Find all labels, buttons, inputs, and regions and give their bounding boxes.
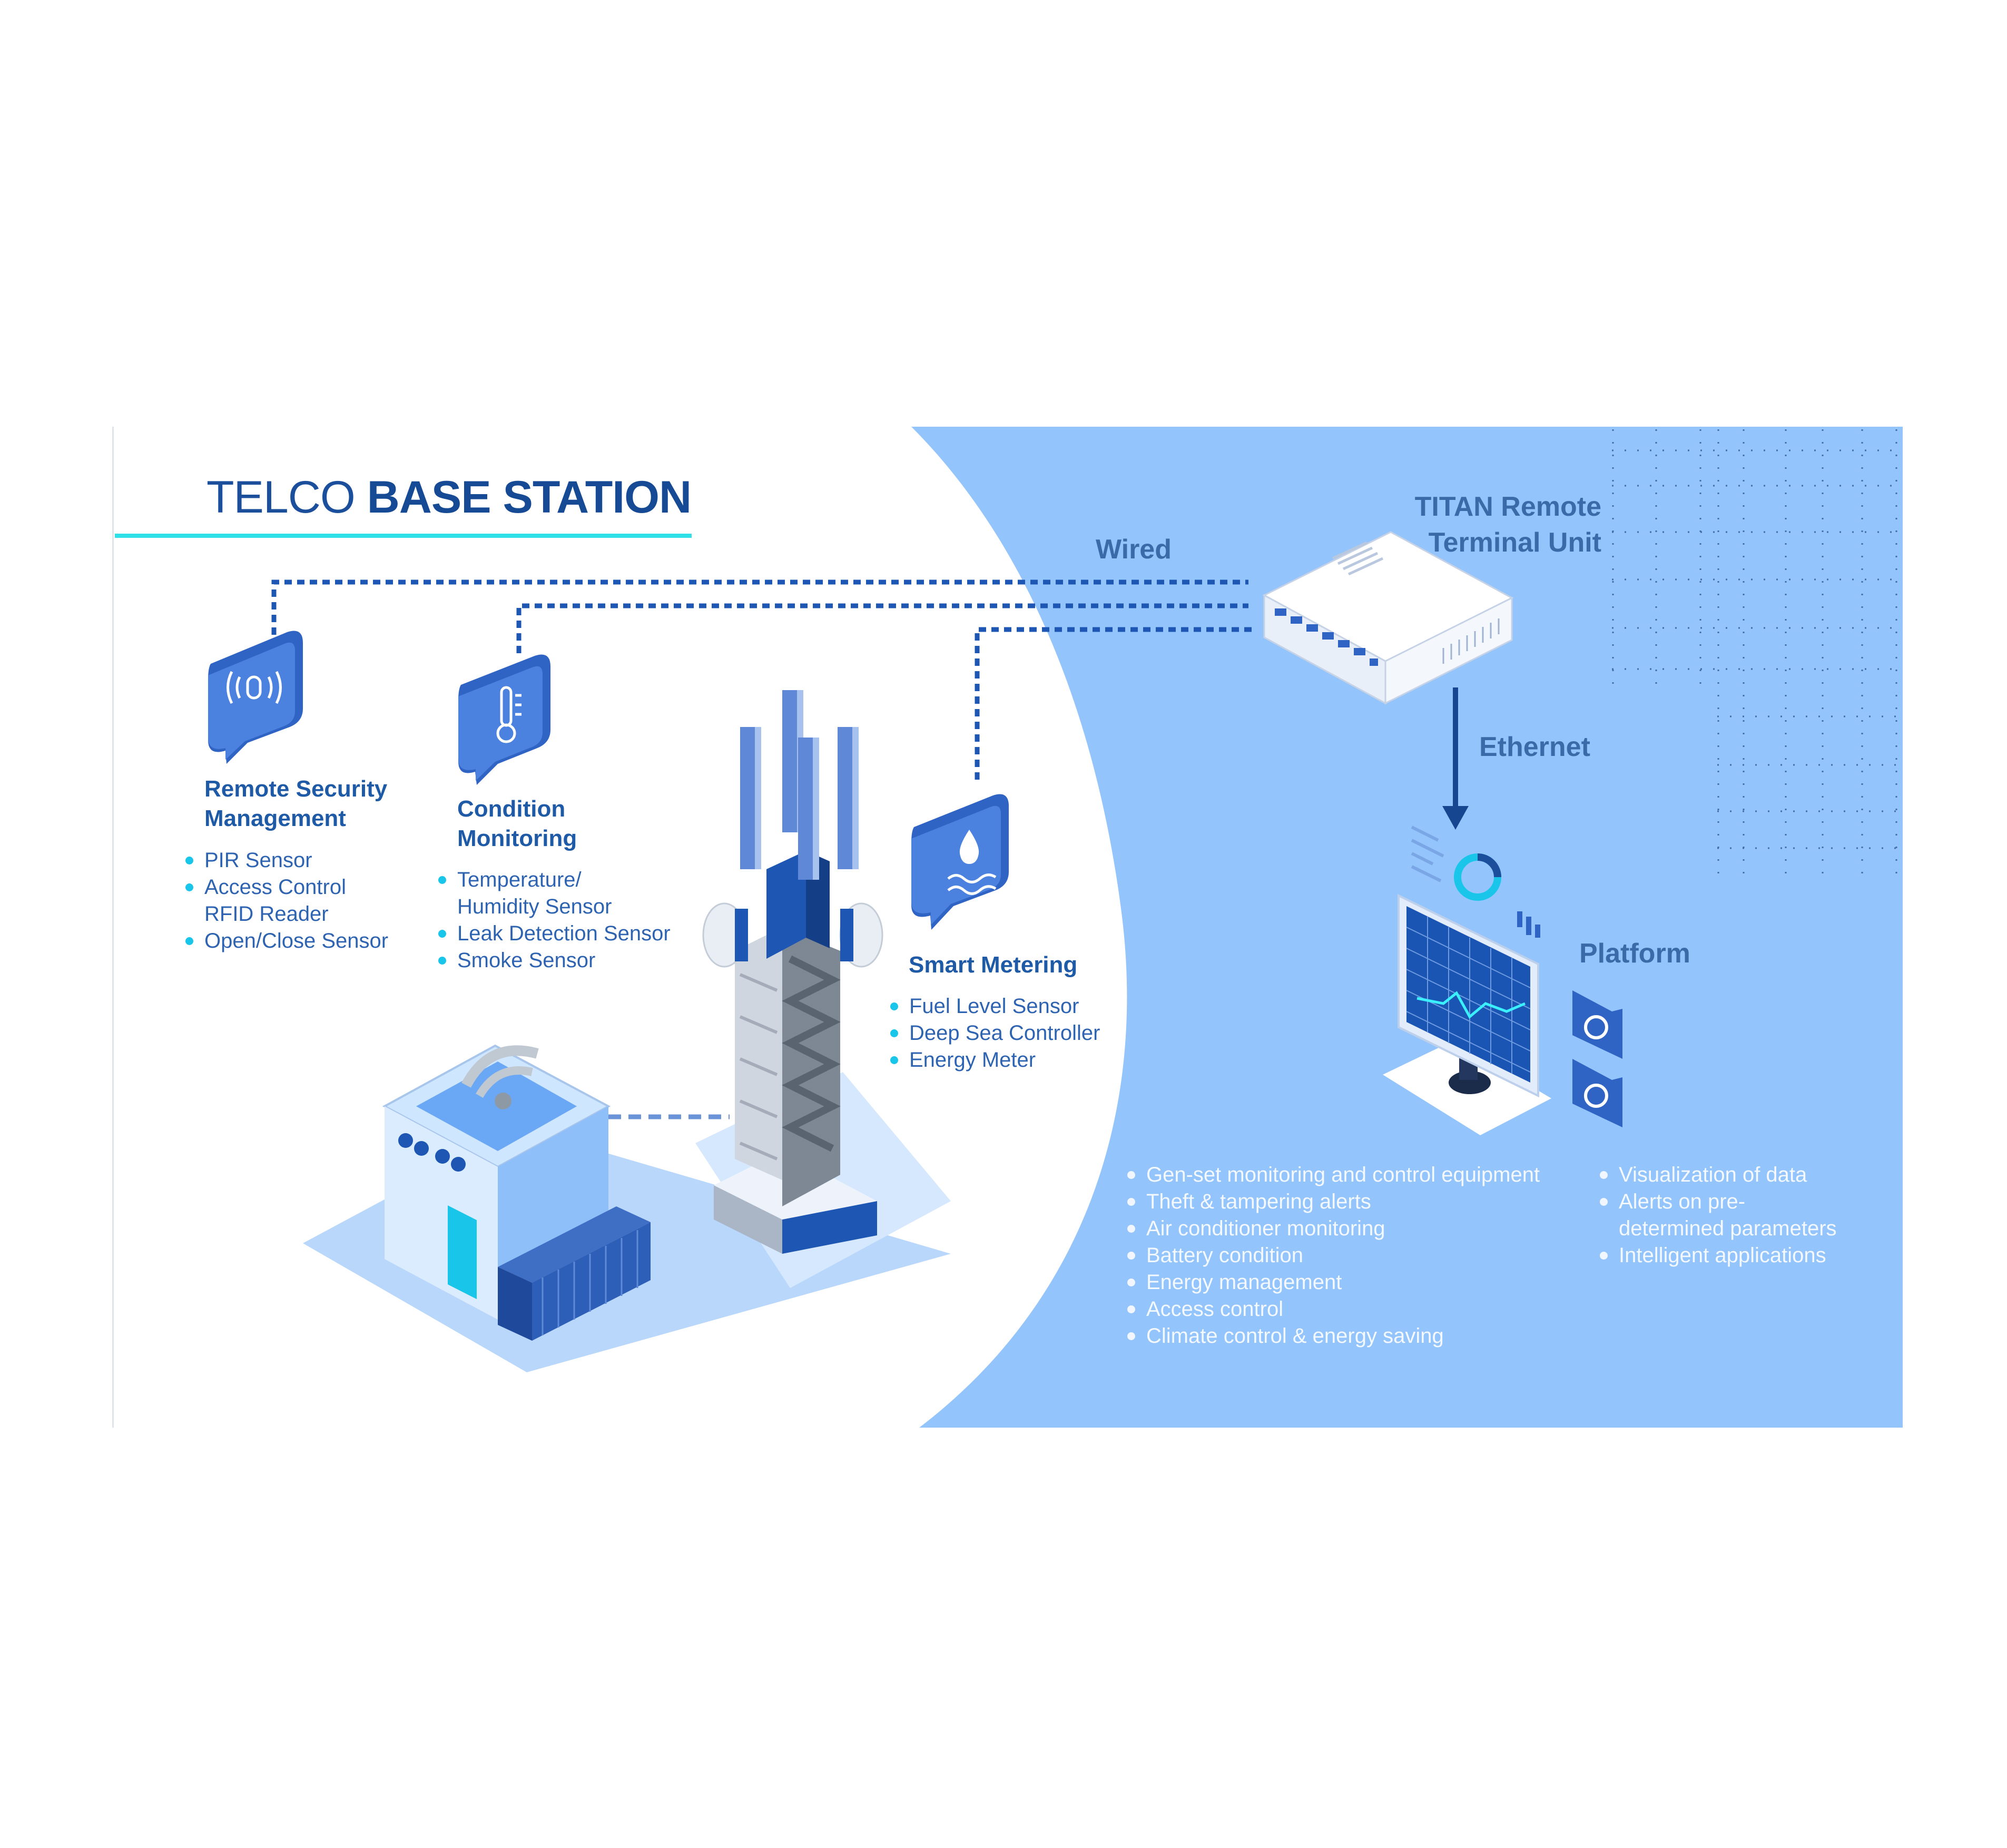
list-item: Smoke Sensor [437,947,671,974]
list-item: determined parameters [1619,1217,1837,1240]
rtu-label: TITAN Remote Terminal Unit [1414,492,1601,558]
list-item: Open/Close Sensor [184,928,388,955]
remote-security-heading: Remote Security Management [204,776,388,831]
remote-security-list: PIR Sensor Access Control RFID Reader Op… [184,847,388,955]
ethernet-arrow [1442,687,1469,830]
list-item: PIR Sensor [184,847,388,874]
list-item: Climate control & energy saving [1126,1323,1540,1350]
platform-features-right: Visualization of data Alerts on pre- det… [1599,1162,1837,1269]
left-edge-line [112,427,114,1428]
thermometer-icon [458,654,550,785]
list-item: Temperature/ [437,867,671,893]
list-item: Fuel Level Sensor [889,993,1100,1020]
list-item: Access Control [184,874,388,901]
wireless-signal-icon [208,631,303,764]
sync-folder-icons [1572,990,1622,1127]
condition-monitoring-heading: Condition Monitoring [457,796,577,851]
smart-metering-heading: Smart Metering [909,952,1078,978]
condition-monitoring-list: Temperature/ Humidity Sensor Leak Detect… [437,867,671,974]
list-item: Alerts on pre- [1599,1188,1837,1215]
titan-rtu-device [1262,531,1514,705]
list-item: Theft & tampering alerts [1126,1188,1540,1215]
list-item: RFID Reader [204,902,329,926]
wired-connections [271,579,1254,780]
list-item: Energy Meter [889,1047,1100,1074]
platform-monitor [1383,825,1622,1135]
decorative-dot-grid [1612,429,1903,874]
wired-label: Wired [1096,534,1172,565]
list-item: Battery condition [1126,1242,1540,1269]
list-item: Deep Sea Controller [889,1020,1100,1047]
list-item: Visualization of data [1599,1162,1837,1188]
list-item: Air conditioner monitoring [1126,1215,1540,1242]
list-item: Leak Detection Sensor [437,920,671,947]
shipping-container [498,1206,651,1341]
page-title: TELCO BASE STATION [206,472,692,523]
list-item: Humidity Sensor [457,895,612,918]
list-item: Intelligent applications [1599,1242,1837,1269]
list-item: Energy management [1126,1269,1540,1296]
platform-features-left: Gen-set monitoring and control equipment… [1126,1162,1540,1350]
list-item: Access control [1126,1296,1540,1323]
title-underline [115,534,692,538]
platform-label: Platform [1579,938,1690,969]
ethernet-label: Ethernet [1479,732,1590,762]
water-drop-icon [911,794,1009,930]
smart-metering-list: Fuel Level Sensor Deep Sea Controller En… [889,993,1100,1074]
telecom-tower [702,690,883,1254]
list-item: Gen-set monitoring and control equipment [1126,1162,1540,1188]
